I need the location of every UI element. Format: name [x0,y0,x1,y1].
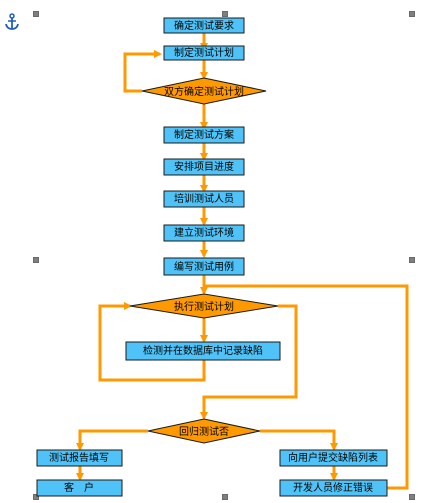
developer-fix-label: 开发人员修正错误 [293,481,373,494]
step-box-6[interactable] [163,224,245,242]
selection-handle-top-center[interactable] [222,11,228,17]
arrow-record-loop-back [98,302,206,382]
selection-handle-top-right[interactable] [409,11,415,17]
step-label-4: 安排项目进度 [174,160,234,173]
arrow-developer-back-to-execute [204,284,409,490]
step-label-1: 确定测试要求 [174,19,234,32]
decision-execute-plan-label: 执行测试计划 [174,300,234,313]
developer-fix-box[interactable] [279,479,388,497]
anchor-icon[interactable] [4,13,20,31]
record-defects-label: 检测并在数据库中记录缺陷 [143,344,263,357]
customer-box[interactable] [36,479,123,497]
selection-handle-bottom-center[interactable] [222,494,228,500]
selection-handle-middle-right[interactable] [409,257,415,263]
decision-regression-label: 回归测试否 [179,425,229,438]
test-report-box[interactable] [36,449,123,467]
decision-execute-plan[interactable] [129,293,279,319]
step-label-5: 培训测试人员 [174,192,234,205]
defect-list-box[interactable] [279,449,388,467]
step-label-7: 编写测试用例 [174,260,234,273]
defect-list-label: 向用户提交缺陷列表 [288,451,378,464]
step-box-1[interactable] [163,17,245,34]
decision-confirm-plan-label: 双方确定测试计划 [164,85,244,98]
record-defects-box[interactable] [125,341,281,361]
step-label-6: 建立测试环境 [174,226,234,239]
selection-handle-bottom-right[interactable] [409,494,415,500]
step-box-4[interactable] [163,158,245,176]
step-box-5[interactable] [163,190,245,208]
test-report-label: 测试报告填写 [49,451,109,464]
step-box-3[interactable] [163,126,245,144]
arrow-execute-to-regression [200,304,298,420]
arrow-regression-to-defect-list [260,429,338,451]
step-label-3: 制定测试方案 [174,128,234,141]
step-box-2[interactable] [163,45,245,61]
decision-regression[interactable] [147,418,261,444]
selection-handle-bottom-left[interactable] [33,494,39,500]
selection-handle-middle-left[interactable] [33,257,39,263]
decision-confirm-plan[interactable] [141,77,267,105]
arrow-confirm-loop-back [123,50,162,93]
selection-handle-top-left[interactable] [33,11,39,17]
arrow-regression-to-report [76,429,148,451]
customer-label: 客 户 [64,481,94,494]
step-label-2: 制定测试计划 [174,46,234,59]
step-box-7[interactable] [163,257,245,276]
